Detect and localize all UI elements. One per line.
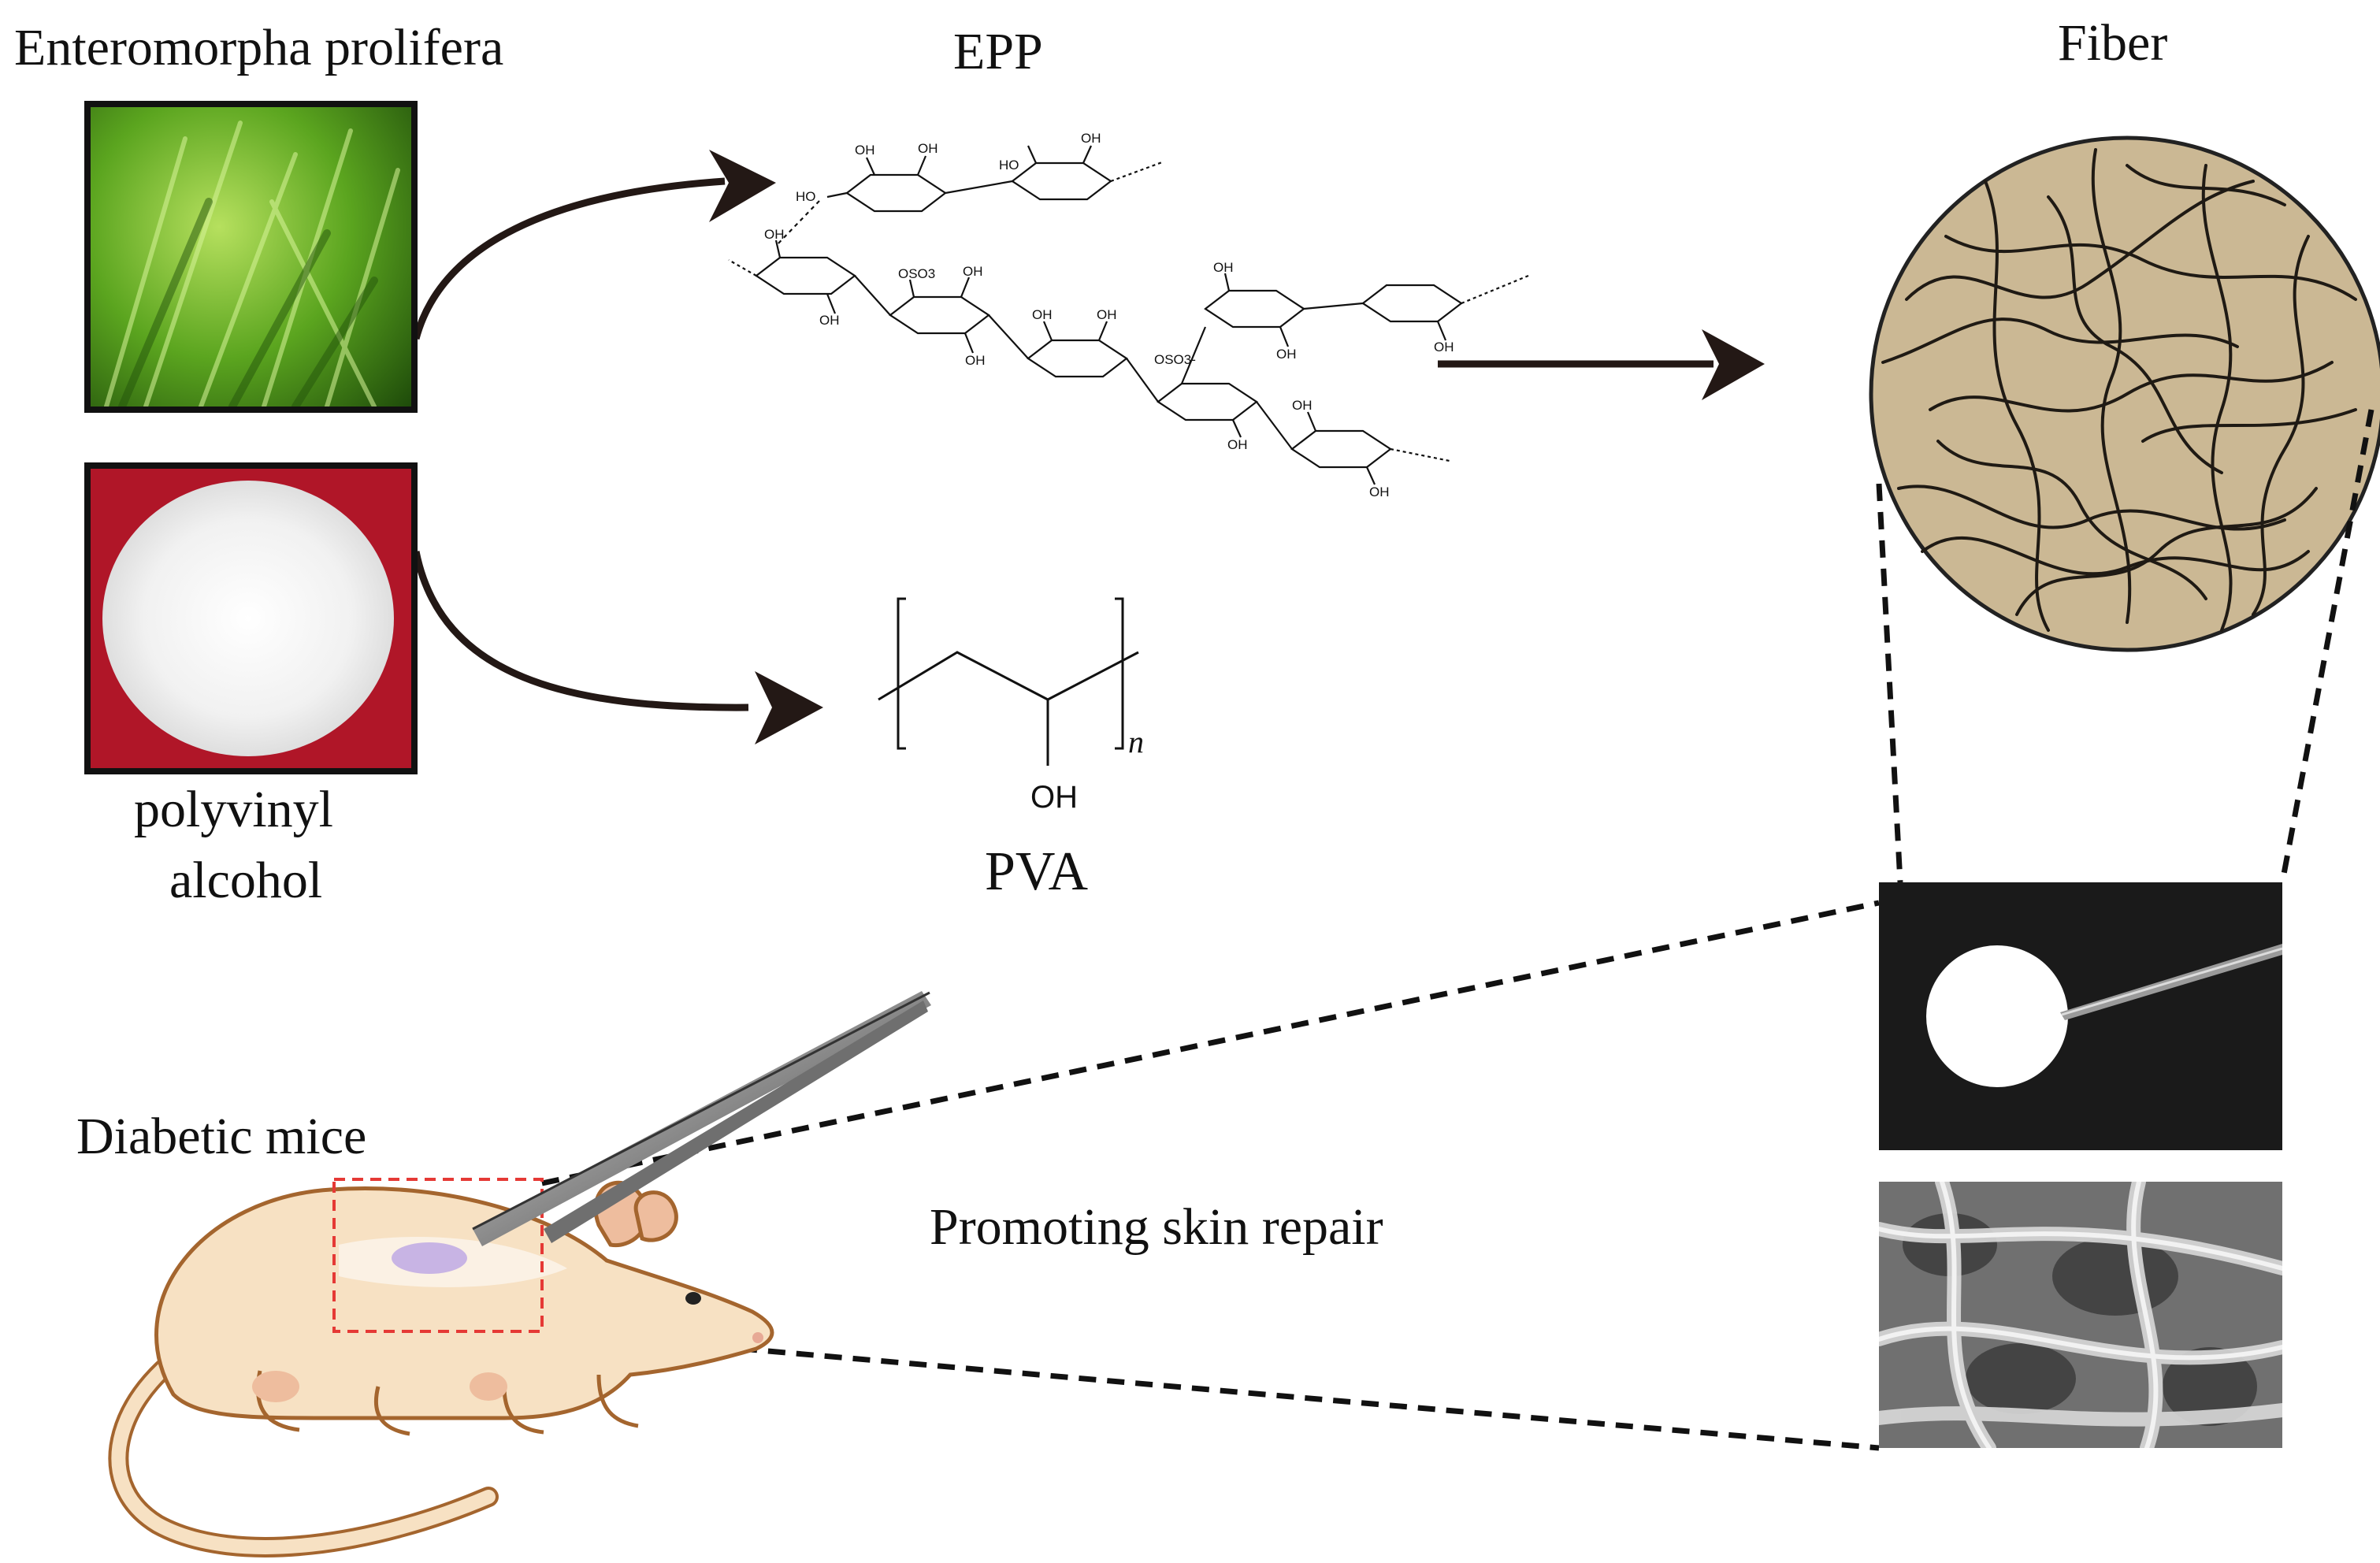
tweezers (472, 991, 931, 1246)
epp-oh-label: OH (1369, 484, 1390, 499)
epp-oh-label: OH (855, 143, 875, 158)
wound-selection-box (332, 1178, 544, 1333)
fiber-label: Fiber (2058, 14, 2168, 72)
fiber-mat-photo (1879, 882, 2282, 1150)
epp-oh-label: OH (819, 313, 840, 328)
epp-oh-label: OH (963, 264, 983, 279)
epp-oh-label: OH (1081, 131, 1101, 146)
pva-n-subscript: n (1128, 724, 1144, 759)
epp-oh-label: OH (1276, 347, 1297, 362)
epp-oh-label: OH (1434, 340, 1454, 355)
arrow-algae-to-epp (412, 150, 776, 340)
pva-label: PVA (985, 841, 1089, 902)
epp-oh-label: OH (1213, 260, 1234, 275)
epp-oh-label: OH (1032, 307, 1053, 322)
epp-structure (728, 145, 1529, 485)
sem-fiber-image (1879, 1182, 2282, 1448)
dashed-connectors (541, 409, 2374, 1451)
fiber-disk (1869, 136, 2380, 652)
enteromorpha-label: Enteromorpha prolifera (14, 19, 504, 76)
algae-photo (84, 101, 418, 413)
pva-structure (878, 597, 1139, 766)
arrow-pva-to-structure (412, 551, 823, 744)
alcohol-label: alcohol (169, 852, 323, 909)
polyvinyl-label: polyvinyl (134, 781, 334, 838)
epp-oh-label: OH (918, 141, 938, 156)
epp-ho-label: HO (999, 158, 1019, 173)
wound-spot (392, 1242, 467, 1274)
epp-oh-label: OH (764, 227, 785, 242)
pva-oh-label: OH (1030, 780, 1078, 815)
epp-label: EPP (953, 23, 1043, 80)
epp-oh-label: OH (1292, 398, 1313, 413)
mouse-illustration (108, 1181, 774, 1557)
promoting-skin-repair-label: Promoting skin repair (930, 1198, 1383, 1256)
epp-ho-label: HO (796, 189, 816, 204)
epp-atom-labels: HO OH OH HO OH OH OH OSO3 OH OH OH OH OS… (764, 131, 1454, 499)
epp-oh-label: OH (1097, 307, 1117, 322)
arrow-epp-to-fiber (1438, 329, 1765, 400)
epp-oh-label: OH (1227, 437, 1248, 452)
pva-powder-photo (84, 462, 418, 774)
epp-oh-label: OH (965, 353, 986, 368)
epp-oso3-minus-label: OSO3- (1154, 352, 1196, 367)
epp-oso3-label: OSO3 (898, 266, 935, 281)
diabetic-mice-label: Diabetic mice (76, 1108, 367, 1165)
